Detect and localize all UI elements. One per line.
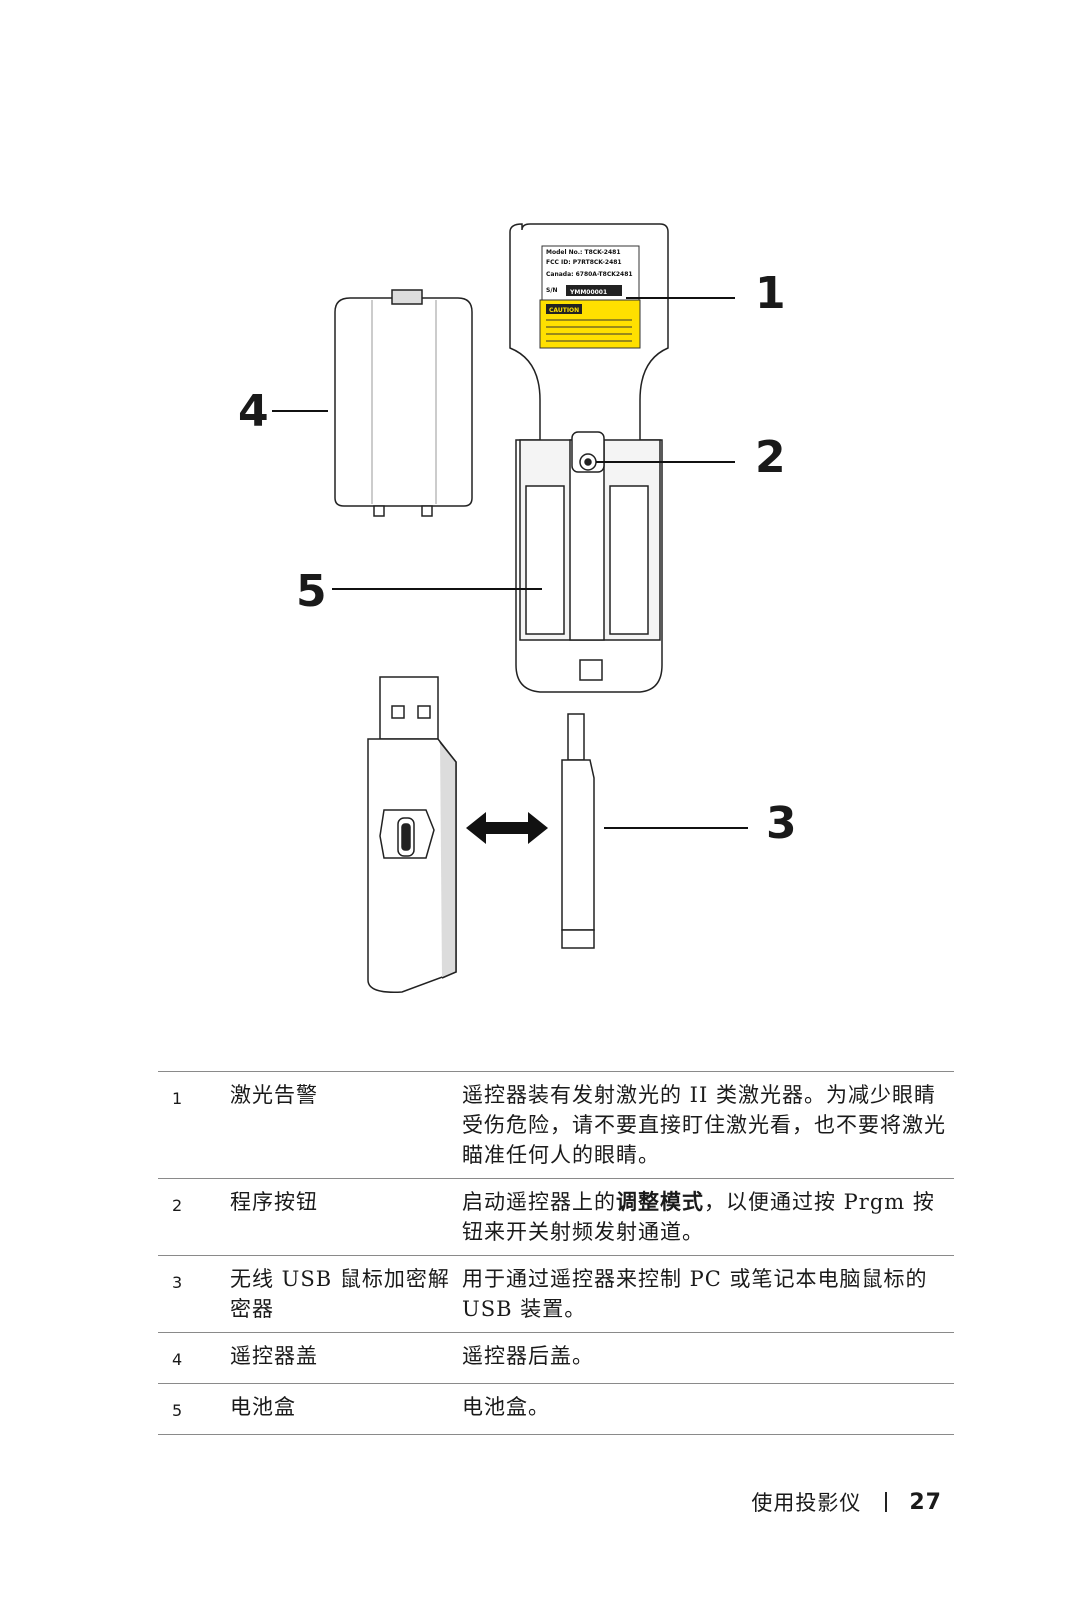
legend-num: 3: [172, 1273, 184, 1292]
callout-1: 1: [755, 268, 786, 319]
label-canada-line: Canada: 6780A-T8CK2481: [546, 271, 633, 278]
legend-row: 5 电池盒 电池盒。: [158, 1383, 954, 1435]
usb-dongle-side: [561, 713, 595, 949]
legend-num: 4: [172, 1350, 184, 1369]
legend-row: 2 程序按钮 启动遥控器上的调整模式，以便通过按 Prgm 按钮来开关射频发射通…: [158, 1178, 954, 1256]
legend-num: 1: [172, 1089, 184, 1108]
legend-row: 3 无线 USB 鼠标加密解密器 用于通过遥控器来控制 PC 或笔记本电脑鼠标的…: [158, 1255, 954, 1333]
leader-lines: [272, 297, 748, 829]
legend-name: 电池盒: [230, 1395, 296, 1419]
double-arrow-icon: [466, 812, 548, 844]
remote-control-diagram: Model No.: T8CK-2481 FCC ID: P7RT8CK-248…: [238, 223, 797, 993]
label-sn-value: YMM00001: [569, 289, 607, 296]
legend-table: 1 激光告警 遥控器装有发射激光的 II 类激光器。为减少眼睛受伤危险，请不要直…: [158, 1071, 954, 1435]
legend-desc: 遥控器后盖。: [462, 1344, 594, 1368]
footer-section-title: 使用投影仪: [751, 1491, 862, 1515]
legend-name: 程序按钮: [230, 1190, 318, 1214]
label-fcc-line: FCC ID: P7RT8CK-2481: [546, 259, 622, 266]
legend-name: 遥控器盖: [230, 1344, 318, 1368]
legend-desc-post: ，以便通过按 Prgm 按钮来开关射频发射通道。: [462, 1190, 935, 1244]
legend-desc-pre: 启动遥控器上的: [462, 1190, 616, 1214]
legend-name: 无线 USB 鼠标加密解密器: [230, 1267, 450, 1321]
callout-3: 3: [766, 798, 797, 849]
page-footer: 使用投影仪 27: [751, 1487, 942, 1517]
callout-5: 5: [296, 566, 327, 617]
legend-desc-bold: 调整模式: [616, 1190, 704, 1214]
legend-num: 5: [172, 1401, 184, 1420]
footer-separator: [885, 1492, 888, 1512]
laser-warning-label: Model No.: T8CK-2481 FCC ID: P7RT8CK-248…: [539, 245, 641, 349]
legend-desc: 启动遥控器上的调整模式，以便通过按 Prgm 按钮来开关射频发射通道。: [462, 1179, 954, 1256]
usb-dongle-front: [367, 676, 457, 993]
callout-2: 2: [755, 432, 786, 483]
remote-cover: [334, 289, 473, 517]
legend-desc: 用于通过遥控器来控制 PC 或笔记本电脑鼠标的 USB 装置。: [462, 1267, 928, 1321]
legend-name: 激光告警: [230, 1083, 318, 1107]
label-model-line: Model No.: T8CK-2481: [546, 249, 621, 256]
legend-num: 2: [172, 1196, 184, 1215]
legend-desc: 电池盒。: [462, 1395, 550, 1419]
legend-desc: 遥控器装有发射激光的 II 类激光器。为减少眼睛受伤危险，请不要直接盯住激光看，…: [462, 1083, 946, 1167]
label-sn-prefix: S/N: [546, 287, 558, 294]
callout-4: 4: [238, 386, 269, 437]
page-number: 27: [909, 1489, 942, 1515]
label-caution: CAUTION: [549, 307, 579, 314]
legend-row: 4 遥控器盖 遥控器后盖。: [158, 1332, 954, 1384]
legend-row: 1 激光告警 遥控器装有发射激光的 II 类激光器。为减少眼睛受伤危险，请不要直…: [158, 1071, 954, 1179]
